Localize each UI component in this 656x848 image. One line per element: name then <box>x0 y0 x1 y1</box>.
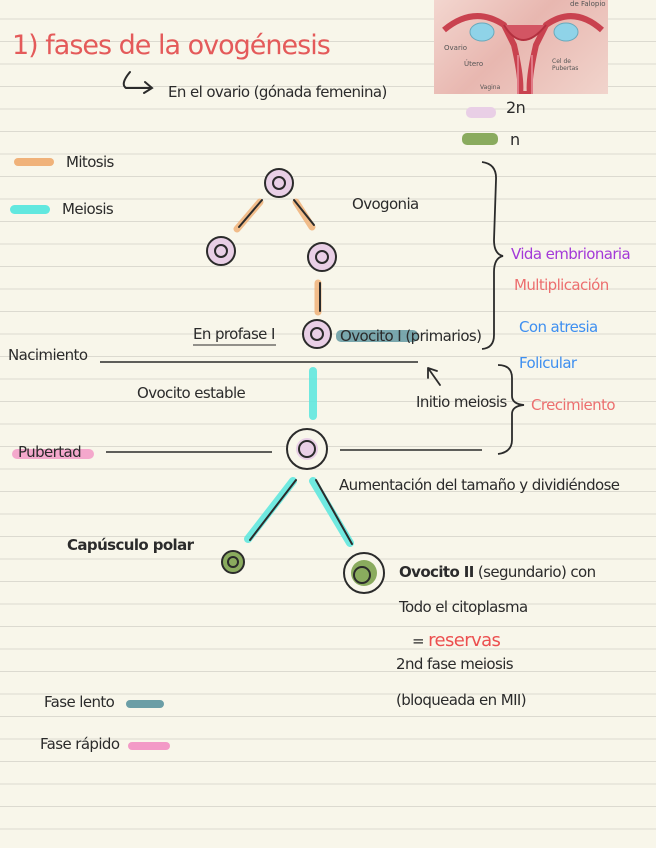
ovogonia-label: Ovogonia <box>352 195 419 213</box>
cell-ovogonia-right <box>308 243 336 271</box>
cell-oocyte-1 <box>303 320 331 348</box>
secondary-oocyte-rest: (segundario) con <box>478 563 596 581</box>
haploid-swatch <box>462 133 498 145</box>
stable-oocyte-label: Ovocito estable <box>137 384 245 402</box>
multiplication-note: Multiplicación <box>514 276 609 294</box>
curved-arrow-icon <box>124 72 152 93</box>
second-phase-label: 2nd fase meiosis <box>396 655 513 673</box>
polar-body-label: Capúsculo polar <box>67 536 193 554</box>
arrow-up-icon <box>428 368 440 385</box>
embryonic-note: Vida embrionaria <box>511 245 630 263</box>
blocked-label: (bloqueada en MII) <box>396 691 526 709</box>
meiosis-label: Meiosis <box>62 200 113 218</box>
slow-phase-label: Fase lento <box>44 693 114 711</box>
primary-oocyte-note: (primarios) <box>405 327 481 345</box>
primary-oocyte-name: Ovocito I <box>340 327 401 345</box>
reserves-prefix: = <box>412 632 424 650</box>
page-title: 1) fases de la ovogénesis <box>12 30 330 61</box>
location-note: En el ovario (gónada femenina) <box>168 83 387 101</box>
diploid-swatch <box>466 107 496 118</box>
follicular-note: Folicular <box>519 354 577 372</box>
meiosis-connector-polar <box>248 481 293 539</box>
cell-ovogonia-top <box>265 169 293 197</box>
prophase-label: En profase I <box>193 325 275 343</box>
meiosis-swatch <box>10 205 50 214</box>
mitosis-label: Mitosis <box>66 153 114 171</box>
growth-note: Crecimiento <box>531 396 615 414</box>
primary-oocyte-label: Ovocito I (primarios) <box>340 327 481 345</box>
reserves-label: reservas <box>428 630 500 651</box>
cell-ovogonia-left <box>207 237 235 265</box>
puberty-label: Pubertad <box>18 443 81 461</box>
diploid-label: 2n <box>506 98 525 117</box>
fast-phase-label: Fase rápido <box>40 735 119 753</box>
brace-embryonic-icon <box>482 162 503 349</box>
secondary-oocyte-label: Ovocito II (segundario) con <box>399 563 596 581</box>
slow-phase-swatch <box>126 700 164 708</box>
reserves-line: = reservas <box>412 630 500 651</box>
growth-division-label: Aumentación del tamaño y dividiéndose <box>339 476 619 494</box>
birth-label: Nacimiento <box>8 346 87 364</box>
atresia-note: Con atresia <box>519 318 598 336</box>
secondary-oocyte-name: Ovocito II <box>399 563 474 581</box>
haploid-label: n <box>510 130 520 149</box>
meiosis-start-label: Initio meiosis <box>416 393 507 411</box>
cell-polar-body <box>222 551 244 573</box>
cytoplasm-label: Todo el citoplasma <box>399 598 528 616</box>
fast-phase-swatch <box>128 742 170 750</box>
mitosis-swatch <box>14 158 54 166</box>
